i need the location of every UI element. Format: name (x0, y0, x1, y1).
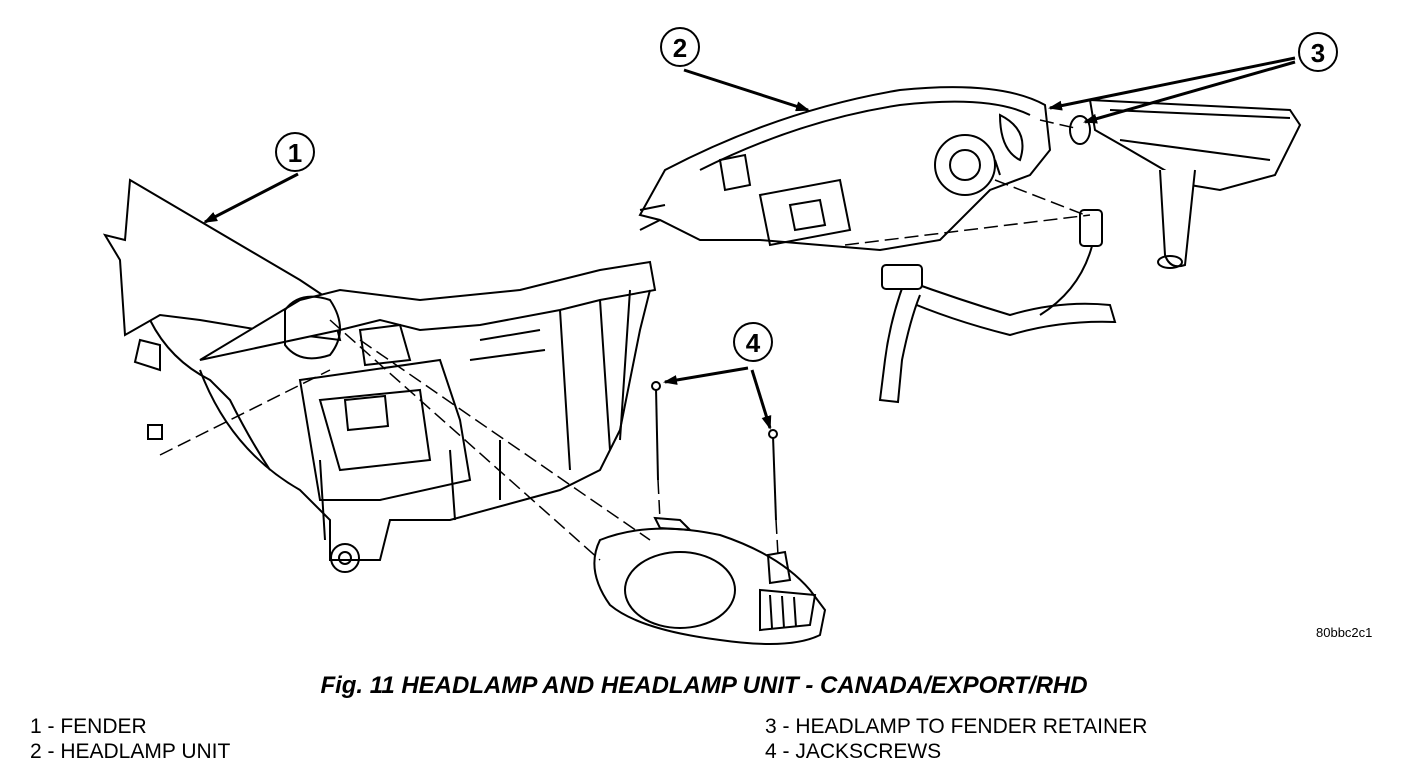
svg-text:3: 3 (1311, 38, 1325, 68)
headlamp-lens-illustration (593, 516, 827, 645)
legend-item-retainer: 3 - HEADLAMP TO FENDER RETAINER (765, 715, 1148, 738)
svg-text:2: 2 (673, 33, 687, 63)
fender-bracket-illustration (1069, 98, 1302, 269)
jackscrews-illustration (651, 381, 778, 521)
headlamp-unit-illustration (638, 86, 1052, 252)
callout-3: 3 (1048, 32, 1338, 124)
svg-text:1: 1 (288, 138, 302, 168)
legend-item-jackscrews: 4 - JACKSCREWS (765, 740, 942, 763)
callout-1: 1 (203, 132, 315, 224)
drawing-code: 80bbc2c1 (1316, 625, 1373, 640)
callout-4: 4 (663, 322, 773, 430)
callout-2: 2 (660, 27, 810, 112)
figure-caption: Fig. 11 HEADLAMP AND HEADLAMP UNIT - CAN… (320, 672, 1088, 699)
alignment-lines (159, 119, 1091, 561)
svg-text:4: 4 (746, 328, 761, 358)
legend-item-headlamp-unit: 2 - HEADLAMP UNIT (30, 740, 231, 763)
wiring-harness-illustration (878, 209, 1117, 404)
harness-connector-small (147, 424, 163, 440)
radiator-support-illustration (199, 260, 657, 573)
exploded-diagram: 1 2 3 4 (102, 27, 1338, 645)
legend-item-fender: 1 - FENDER (30, 715, 147, 738)
